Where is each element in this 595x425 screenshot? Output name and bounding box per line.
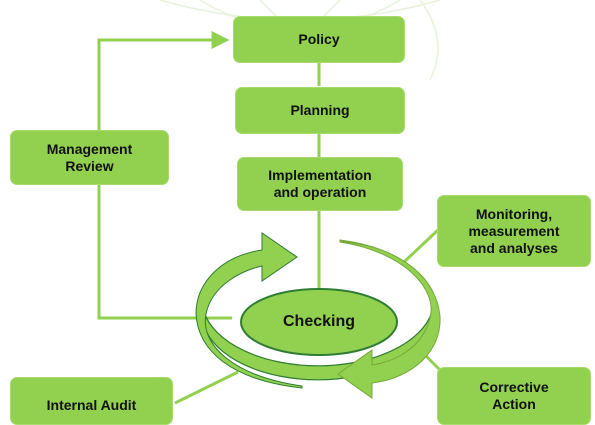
checking-ellipse (240, 288, 398, 356)
checking-label-wrap: Checking (241, 302, 397, 342)
corrective-action-box: Corrective Action (437, 367, 591, 425)
implementation-label: Implementation and operation (268, 167, 372, 200)
management-review-box: Management Review (10, 130, 169, 185)
management-review-label: Management Review (46, 140, 133, 174)
policy-box: Policy (233, 16, 405, 63)
internal-audit-label: Internal Audit (46, 396, 137, 413)
planning-box: Planning (235, 87, 405, 134)
monitoring-label: Monitoring, measurement and analyses (468, 205, 560, 256)
cycle-arrow-left-icon (195, 232, 303, 389)
cycle-arrow-right-icon (337, 239, 441, 399)
monitoring-box: Monitoring, measurement and analyses (437, 195, 591, 267)
planning-label: Planning (290, 102, 350, 118)
corrective-action-label: Corrective Action (479, 379, 549, 412)
internal-audit-box: Internal Audit (10, 377, 173, 425)
checking-label: Checking (282, 313, 355, 330)
implementation-box: Implementation and operation (237, 157, 403, 211)
policy-label: Policy (298, 31, 340, 47)
